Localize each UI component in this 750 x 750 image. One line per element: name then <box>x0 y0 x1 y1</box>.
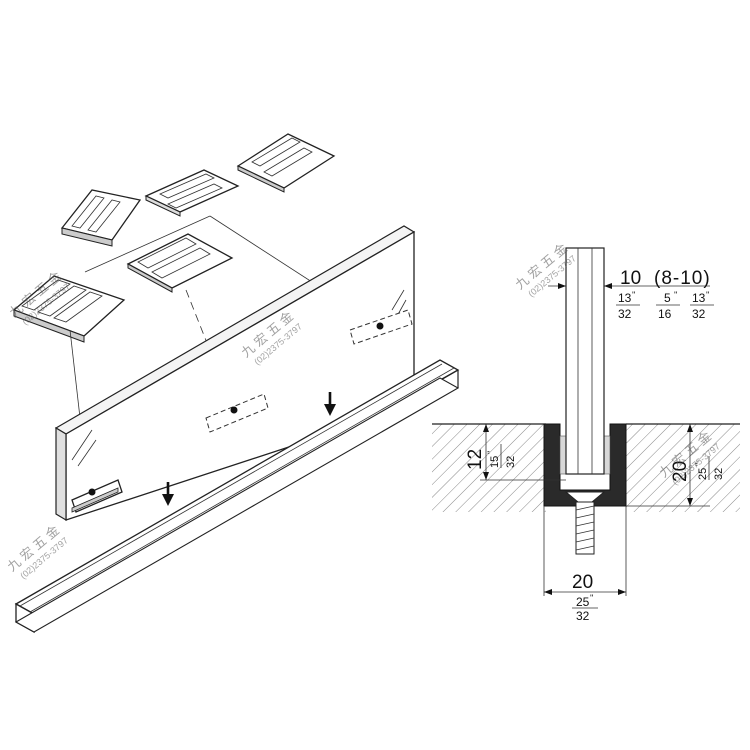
svg-text:32: 32 <box>713 468 725 480</box>
insert-depth-dimension <box>480 424 566 481</box>
glass-panel <box>54 225 416 522</box>
channel-width-inch: 25 '' 32 <box>572 593 598 623</box>
svg-text:'': '' <box>706 290 710 300</box>
channel-profile <box>543 423 627 507</box>
svg-text:32: 32 <box>576 609 590 623</box>
svg-text:20: 20 <box>670 461 691 482</box>
svg-text:'': '' <box>632 290 636 300</box>
glass-inch-fractions: 13 '' 32 5 '' 16 13 '' 32 <box>616 290 714 321</box>
svg-text:5: 5 <box>664 291 671 305</box>
channel-width-dimension <box>543 506 627 596</box>
glass-thickness-value: 10 <box>620 268 641 289</box>
rubber-pad-1 <box>60 189 142 247</box>
glass-thickness-dimension <box>548 283 710 289</box>
svg-text:13: 13 <box>618 291 632 305</box>
svg-text:32: 32 <box>692 307 706 321</box>
svg-text:13: 13 <box>692 291 706 305</box>
down-arrow-icon <box>324 392 336 416</box>
rubber-pad-2 <box>144 169 240 217</box>
rubber-pad-3 <box>236 133 336 193</box>
insert-depth-inch-den: 32 <box>505 456 517 468</box>
down-arrow-icon <box>162 482 174 506</box>
glass-pane <box>565 247 605 475</box>
channel-depth-inch: 25 '' <box>694 462 709 480</box>
svg-text:12: 12 <box>465 449 486 470</box>
channel-width-label: 20 <box>572 572 593 593</box>
rubber-pad-4 <box>126 233 234 293</box>
channel-depth-inch-den: 32 <box>713 468 725 480</box>
screw-icon <box>564 491 606 555</box>
svg-text:'': '' <box>590 593 594 603</box>
clip-right <box>349 309 413 345</box>
rubber-pad-5 <box>12 275 126 343</box>
u-channel <box>14 359 460 634</box>
clip-left <box>71 479 123 513</box>
svg-text:32: 32 <box>505 456 517 468</box>
ground-hatch <box>432 423 740 512</box>
channel-depth-dimension <box>626 424 710 507</box>
svg-text:16: 16 <box>658 307 672 321</box>
svg-text:'': '' <box>486 450 496 454</box>
watermark-3: 九 宏 五 金 (02)2375-3797 <box>4 522 70 581</box>
glass-thickness-range: (8-10) <box>654 268 711 289</box>
insert-depth-label: 12 <box>465 449 486 470</box>
svg-text:15: 15 <box>489 456 501 468</box>
svg-text:32: 32 <box>618 307 632 321</box>
channel-depth-label: 20 <box>670 461 691 482</box>
insert-depth-inch: 15 '' <box>486 450 501 468</box>
svg-text:'': '' <box>674 290 678 300</box>
clip-middle <box>205 393 269 433</box>
svg-text:25: 25 <box>576 595 590 609</box>
svg-text:25: 25 <box>697 468 709 480</box>
svg-text:'': '' <box>694 462 704 466</box>
